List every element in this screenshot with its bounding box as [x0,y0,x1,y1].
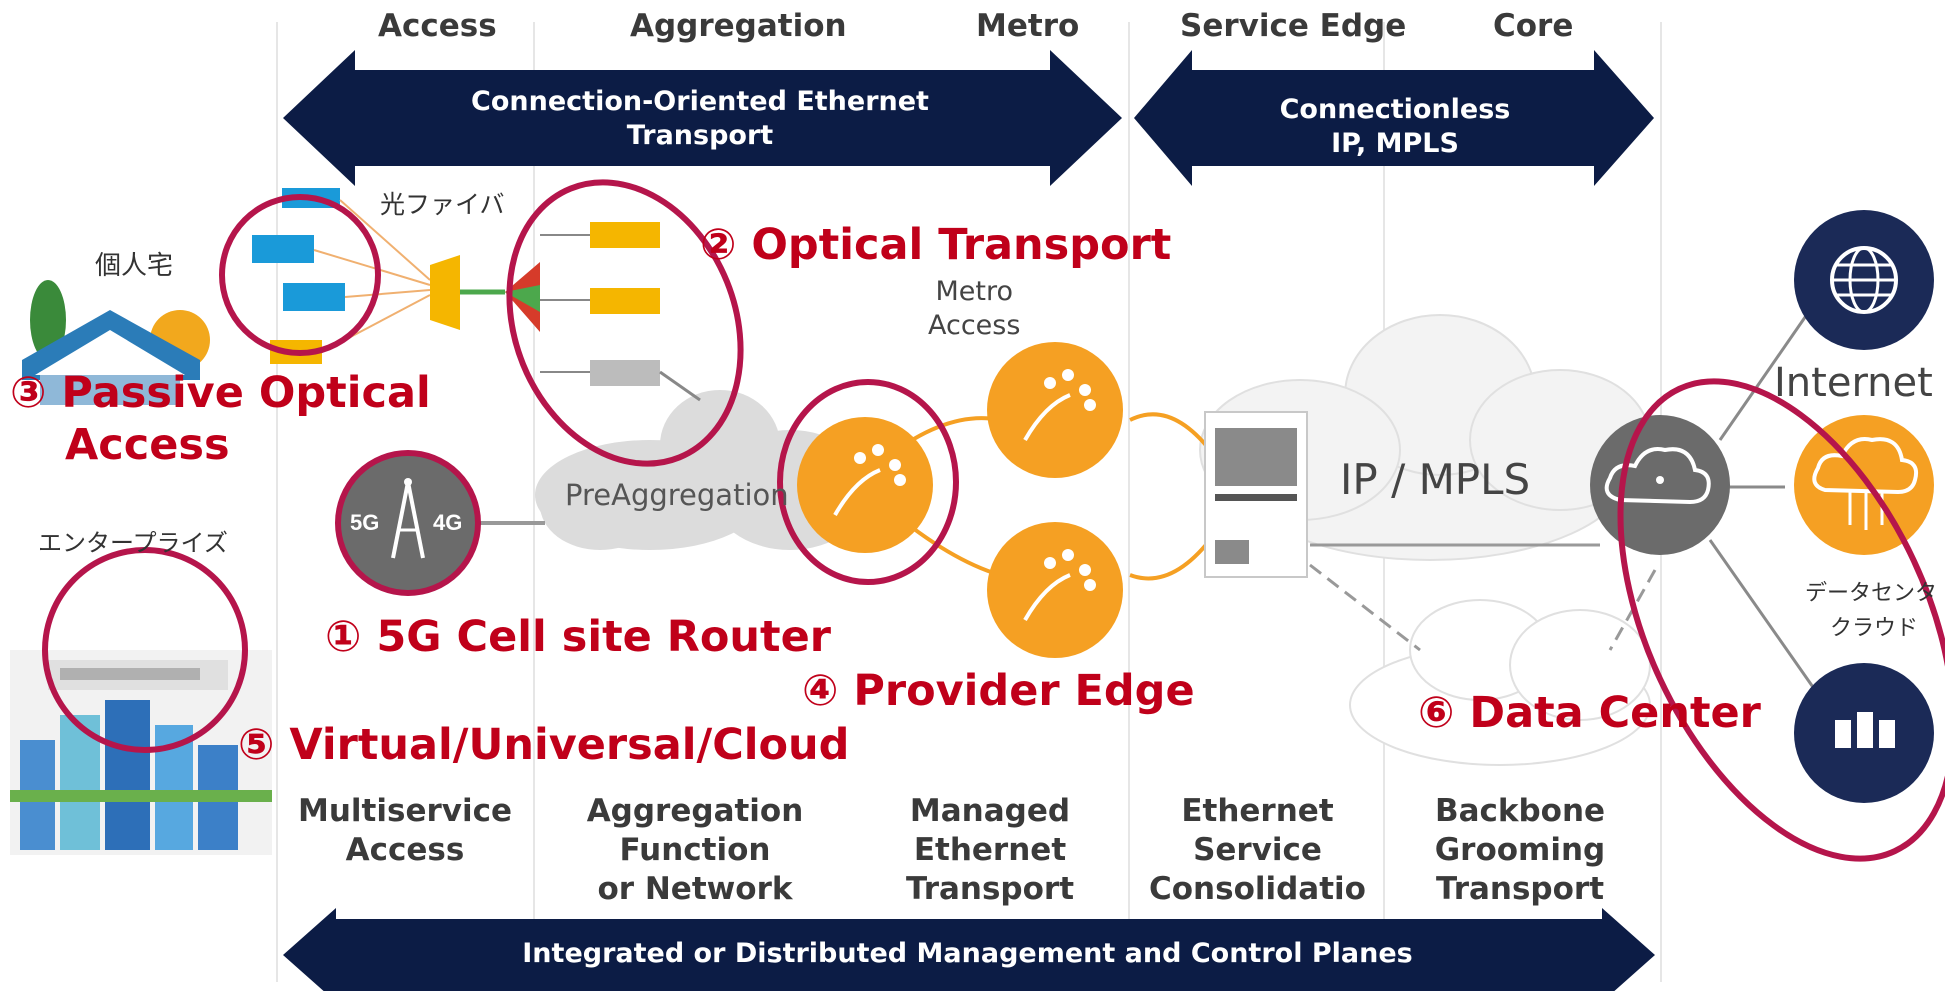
left-arrow-shape [283,50,1122,186]
footer-col2-line3: or Network [597,870,793,907]
footer-col2-line1: Aggregation [586,793,804,829]
label-internet: Internet [1774,360,1933,406]
header-metro: Metro [976,8,1080,44]
footer-col3-line2: Ethernet [913,831,1067,868]
label-residence: 個人宅 [95,251,174,281]
highlight-ellipses [42,179,1945,862]
callout-cell-site-router: ① 5G Cell site Router [325,612,831,662]
footer-col4-line2: Service [1193,831,1322,868]
right-arrow-shape [1134,50,1654,186]
header-core: Core [1493,8,1574,44]
servers-node [1794,663,1934,803]
header-aggregation: Aggregation [630,8,847,44]
label-enterprise: エンタープライズ [38,529,228,557]
label-ip-mpls: IP / MPLS [1340,455,1531,504]
label-preaggregation: PreAggregation [565,478,789,512]
footer-col3-line3: Transport [905,870,1075,907]
label-datacenter: データセンタ [1805,581,1938,606]
footer-col2-line2: Function [619,831,771,868]
footer-col1-line2: Access [345,831,465,868]
footer-col5-line3: Transport [1435,870,1605,907]
bottom-arrow-shape [283,908,1655,991]
callout-passive-optical-line2: Access [65,419,230,470]
cell-site-node [340,455,476,591]
label-metro-access-line2: Access [928,309,1021,341]
footer-ethernet-service: Ethernet Service Consolidatio [1140,792,1375,908]
pon-diagram [252,188,701,402]
router-node-top [987,342,1123,478]
label-metro-access-line1: Metro [935,276,1013,307]
arrow-left-line1: Connection-Oriented Ethernet [471,86,929,117]
header-access: Access [378,8,497,44]
label-5g: 5G [350,510,380,535]
footer-multiservice-access: Multiservice Access [295,792,515,870]
house-illustration [22,280,210,405]
callout-optical-transport: ② Optical Transport [700,220,1172,270]
column-divider [276,22,278,982]
footer-backbone-grooming: Backbone Grooming Transport [1400,792,1640,908]
ip-mpls-cloud-shape [1199,314,1651,561]
router-node-left [797,417,933,553]
arrow-left-line2: Transport [626,119,774,151]
callout-virtual-universal-cloud: ⑤ Virtual/Universal/Cloud [238,720,850,770]
arrow-connectionless: Connectionless IP, MPLS [1200,93,1590,161]
cloud-hub-node [1590,415,1730,555]
server-box [1204,411,1308,578]
label-cloud: クラウド [1830,616,1919,641]
label-metro-access: Metro Access [928,275,1020,343]
footer-col4-line1: Ethernet [1181,793,1334,829]
arrow-right-line2: IP, MPLS [1331,127,1459,159]
arrow-management: Integrated or Distributed Management and… [522,938,1413,969]
column-divider [1128,22,1130,982]
globe-node [1794,210,1934,350]
header-service-edge: Service Edge [1180,8,1407,44]
label-fiber: 光ファイバ [380,190,505,219]
callout-provider-edge: ④ Provider Edge [802,666,1195,716]
footer-aggregation-function: Aggregation Function or Network [575,792,815,908]
datacenter-cloud-shape [1349,599,1651,766]
arrow-connection-oriented: Connection-Oriented Ethernet Transport [380,85,1020,153]
column-divider [533,22,535,982]
callout-passive-optical-access: ③ Passive Optical Access [10,368,431,471]
footer-col5-line2: Grooming [1434,831,1606,868]
cloud-datacenter-node [1794,415,1934,555]
callout-passive-optical-line1: ③ Passive Optical [10,368,431,418]
preaggregation-cloud-shape [535,390,870,550]
label-4g: 4G [433,510,463,535]
footer-col5-line1: Backbone [1434,793,1606,829]
footer-col1-line1: Multiservice [298,793,512,829]
footer-managed-ethernet: Managed Ethernet Transport [880,792,1100,908]
router-node-bottom [987,522,1123,658]
arrow-right-line1: Connectionless [1279,94,1511,125]
footer-col3-line1: Managed [909,793,1071,829]
callout-data-center: ⑥ Data Center [1418,688,1761,738]
footer-col4-line3: Consolidatio [1149,870,1366,907]
